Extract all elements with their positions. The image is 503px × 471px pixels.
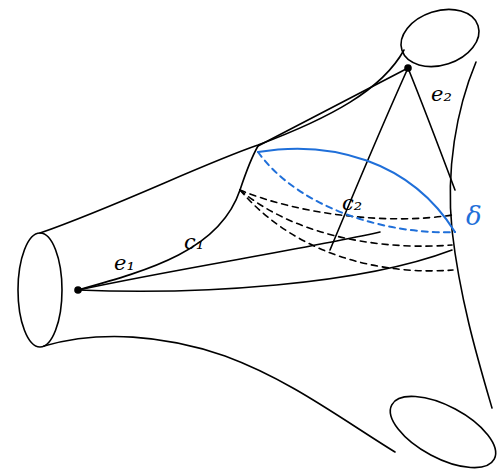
top-cuff [394,0,487,76]
hidden-arc [240,190,453,271]
curve-label: e₂ [431,84,452,105]
delta-curve [258,149,455,232]
arc-e1 [78,190,240,290]
left-cuff [18,233,62,347]
arc-bottom [78,250,452,291]
marked-point [74,286,82,294]
delta-hidden [258,152,455,232]
curve-label: c₁ [184,232,204,253]
hidden-arc [240,190,452,246]
curve-label: c₂ [342,193,362,214]
right-edge [450,62,492,408]
arc-upper [258,68,408,146]
bottom-cuff [380,382,503,471]
bottom-edge [44,337,395,452]
arc-c2 [330,68,408,250]
top-edge [40,50,404,233]
curve-label: δ [466,203,482,229]
arc-top [240,146,258,190]
marked-point [404,64,412,72]
curve-label: e₁ [114,253,135,274]
arc-e2 [408,68,455,190]
